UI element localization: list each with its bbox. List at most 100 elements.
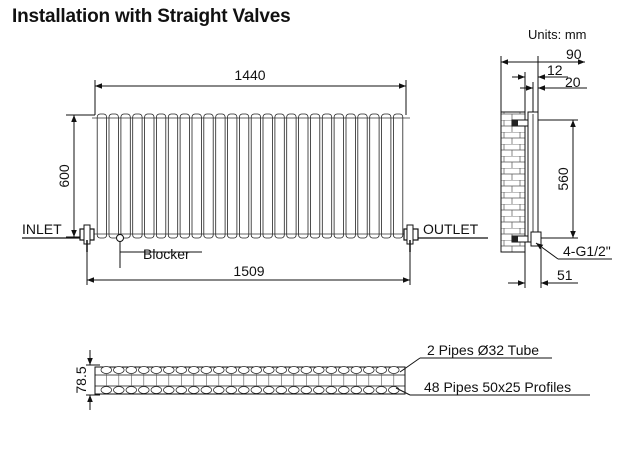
profile-section bbox=[375, 386, 387, 394]
profile-section bbox=[338, 386, 350, 394]
profile-section bbox=[175, 386, 187, 394]
profile-section bbox=[100, 366, 112, 374]
tubes-label: 2 Pipes Ø32 Tube bbox=[427, 342, 539, 358]
radiator-column bbox=[179, 113, 190, 239]
depth-label: 78.5 bbox=[73, 366, 89, 393]
profile-section bbox=[388, 386, 400, 394]
profile-section bbox=[250, 366, 262, 374]
outlet-label: OUTLET bbox=[423, 221, 479, 237]
depth-total-label: 90 bbox=[566, 46, 582, 62]
profile-section bbox=[275, 386, 287, 394]
profile-section bbox=[125, 386, 137, 394]
radiator-column bbox=[238, 113, 250, 239]
height-left-label: 600 bbox=[56, 164, 72, 188]
radiator-column bbox=[155, 113, 167, 239]
radiator-column bbox=[369, 113, 380, 239]
units-label: Units: mm bbox=[528, 27, 587, 42]
profile-section bbox=[100, 386, 112, 394]
profile-section bbox=[200, 366, 212, 374]
profile-section bbox=[375, 366, 387, 374]
radiator-column bbox=[274, 113, 285, 239]
profile-section bbox=[175, 366, 187, 374]
page-title: Installation with Straight Valves bbox=[12, 6, 291, 27]
inlet-label: INLET bbox=[22, 221, 62, 237]
radiator-column bbox=[381, 113, 392, 239]
profile-section bbox=[313, 386, 325, 394]
radiator-column bbox=[96, 113, 107, 239]
profile-section bbox=[113, 386, 125, 394]
connection-label: 4-G1/2" bbox=[563, 243, 611, 259]
radiator-columns bbox=[96, 113, 404, 239]
profile-section bbox=[150, 366, 162, 374]
radiator-column bbox=[215, 113, 226, 239]
radiator-column bbox=[144, 113, 155, 239]
outlet-valve bbox=[403, 224, 419, 252]
profile-section bbox=[163, 386, 175, 394]
width-bottom-label: 1509 bbox=[233, 263, 264, 279]
blocker: Blocker bbox=[116, 234, 202, 268]
wall-brick bbox=[500, 111, 526, 253]
profiles-label: 48 Pipes 50x25 Profiles bbox=[424, 379, 571, 395]
profile-section bbox=[263, 386, 275, 394]
profile-section bbox=[288, 386, 300, 394]
offset-20-label: 20 bbox=[565, 74, 581, 90]
front-view: 1440 600 INLET Blocker bbox=[22, 67, 488, 285]
profile-section bbox=[150, 386, 162, 394]
profile-section bbox=[325, 386, 337, 394]
profile-section bbox=[313, 366, 325, 374]
top-view: 78.5 2 Pipes Ø32 Tube 48 Pipes 50x25 Pro… bbox=[73, 342, 590, 410]
profile-section bbox=[125, 366, 137, 374]
height-left-dimension: 600 bbox=[56, 114, 95, 238]
radiator-column bbox=[392, 113, 404, 239]
profile-section bbox=[213, 366, 225, 374]
radiator-column bbox=[191, 113, 202, 239]
width-top-dimension: 1440 bbox=[94, 67, 407, 115]
profile-section bbox=[300, 386, 312, 394]
side-view: 90 12 20 560 4-G1/2" 51 bbox=[500, 46, 612, 288]
radiator-column bbox=[321, 113, 333, 239]
profile-section bbox=[300, 366, 312, 374]
profile-section bbox=[163, 366, 175, 374]
offset-12-label: 12 bbox=[547, 62, 563, 78]
depth-51-label: 51 bbox=[557, 267, 573, 283]
radiator-column bbox=[357, 113, 368, 239]
profile-section bbox=[225, 366, 237, 374]
radiator-column bbox=[286, 113, 297, 239]
profile-section bbox=[325, 366, 337, 374]
profile-section bbox=[188, 366, 200, 374]
profile-section bbox=[113, 366, 125, 374]
profile-section bbox=[238, 386, 250, 394]
radiator-column bbox=[298, 113, 309, 239]
profile-section bbox=[138, 386, 150, 394]
radiator-column bbox=[227, 113, 238, 239]
profile-section bbox=[363, 386, 375, 394]
radiator-column bbox=[250, 113, 261, 239]
profile-section bbox=[388, 366, 400, 374]
profile-section bbox=[213, 386, 225, 394]
radiator-column bbox=[262, 113, 273, 239]
profile-row bbox=[100, 366, 400, 394]
profile-section bbox=[200, 386, 212, 394]
radiator-column bbox=[132, 113, 143, 239]
radiator-column bbox=[108, 113, 119, 239]
profile-section bbox=[350, 386, 362, 394]
radiator-column bbox=[309, 113, 321, 239]
profile-section bbox=[288, 366, 300, 374]
inlet-valve bbox=[79, 224, 95, 252]
profile-section bbox=[188, 386, 200, 394]
profile-section bbox=[250, 386, 262, 394]
profile-section bbox=[363, 366, 375, 374]
profile-section bbox=[238, 366, 250, 374]
width-top-label: 1440 bbox=[234, 67, 265, 83]
profile-section bbox=[225, 386, 237, 394]
radiator-column bbox=[333, 113, 344, 239]
radiator-column bbox=[167, 113, 179, 239]
profile-section bbox=[138, 366, 150, 374]
radiator-column bbox=[345, 113, 356, 239]
profile-section bbox=[275, 366, 287, 374]
radiator-column bbox=[203, 113, 214, 239]
width-bottom-dimension: 1509 bbox=[86, 250, 411, 285]
radiator-column bbox=[120, 113, 131, 239]
profile-section bbox=[263, 366, 275, 374]
